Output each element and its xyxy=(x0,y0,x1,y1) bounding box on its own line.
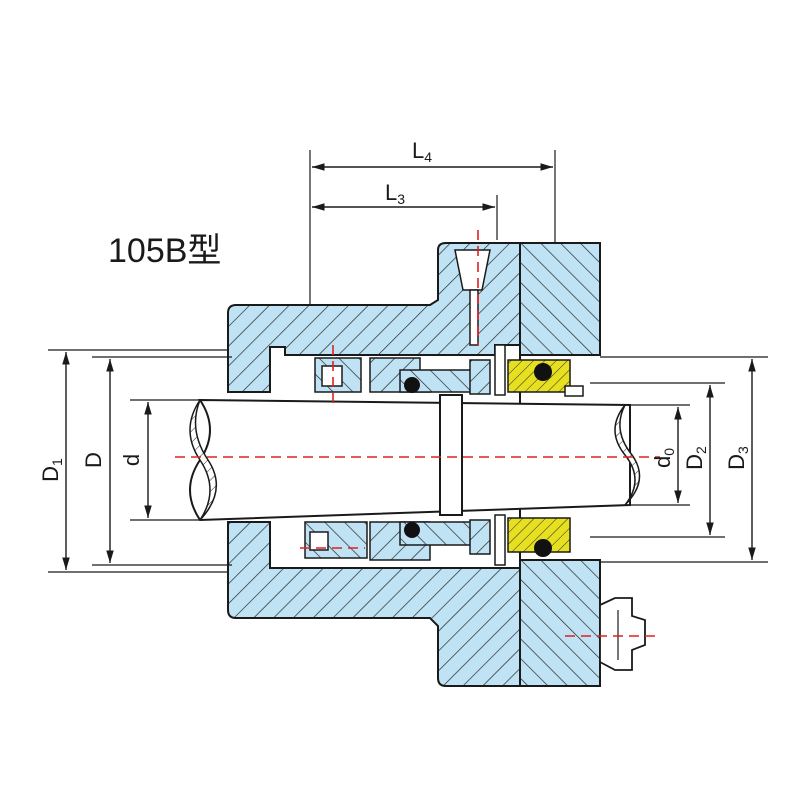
shaft xyxy=(189,394,641,522)
flange-lower xyxy=(519,559,601,687)
label-d0: d0 xyxy=(650,448,677,468)
o-ring-rotary-upper xyxy=(404,377,420,393)
shaft-break-right xyxy=(614,404,641,506)
rotating-assembly-upper xyxy=(314,344,506,396)
gland-upper xyxy=(227,242,601,393)
model-title: 105B型 xyxy=(108,232,221,270)
label-D3: D3 xyxy=(724,446,751,470)
gland-gap-upper xyxy=(494,344,506,396)
label-d: d xyxy=(119,454,144,466)
o-ring-flange-upper xyxy=(534,363,552,381)
pin-upper xyxy=(564,385,584,397)
label-L3: L3 xyxy=(385,180,405,207)
sleeve xyxy=(439,394,463,516)
gland-body xyxy=(227,242,601,687)
dimension-arrows xyxy=(62,163,756,570)
label-D: D xyxy=(81,452,106,468)
o-ring-flange-lower xyxy=(534,539,552,557)
set-screw-lower xyxy=(309,531,329,551)
drain-plug xyxy=(599,597,646,671)
static-seal-rings xyxy=(507,359,584,557)
gland-gap-lower xyxy=(494,514,506,566)
label-D1: D1 xyxy=(38,458,65,482)
centerlines xyxy=(175,230,660,637)
set-screw-upper xyxy=(321,365,343,387)
label-L4: L4 xyxy=(412,138,432,165)
stationary-face-lower xyxy=(469,519,491,555)
dimension-lines xyxy=(48,150,768,573)
shaft-body xyxy=(189,398,631,522)
o-ring-rotary-lower xyxy=(404,522,420,538)
flange-upper xyxy=(519,242,601,356)
stationary-face-upper xyxy=(469,359,491,395)
rotating-assembly-lower xyxy=(304,514,506,566)
label-D2: D2 xyxy=(682,446,709,470)
